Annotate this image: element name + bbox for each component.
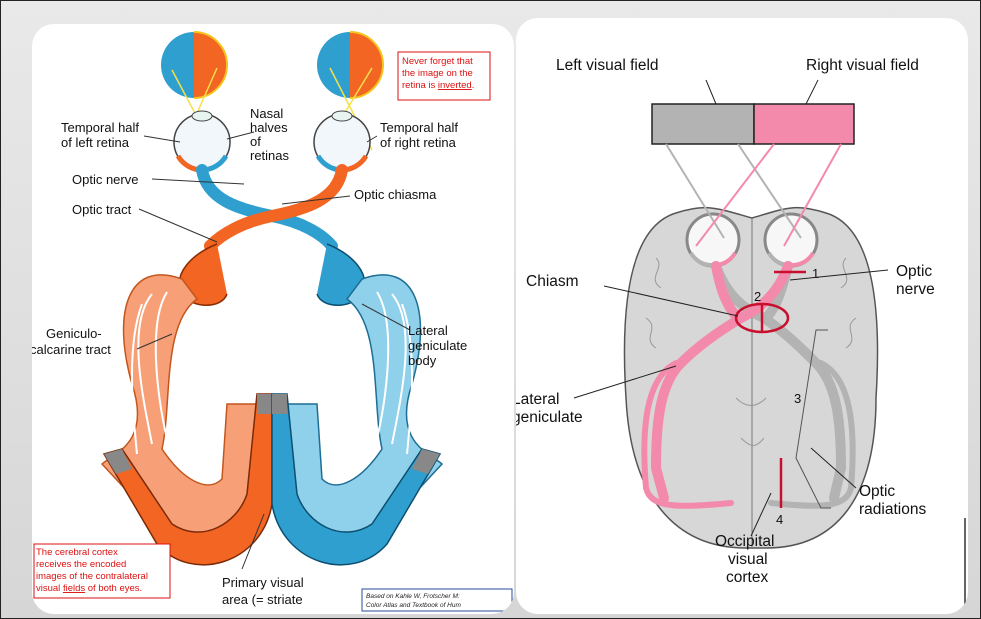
label-occipital-2: visual	[728, 551, 768, 568]
right-visual-field-box	[754, 104, 854, 144]
label-temporal-right-2: of right retina	[380, 135, 457, 150]
note-bottom-line-4: visual fields of both eyes.	[36, 583, 142, 594]
label-nasal-1: Nasal	[250, 106, 283, 121]
label-temporal-left-2: of left retina	[61, 135, 130, 150]
label-nasal-4: retinas	[250, 148, 290, 163]
label-optic-radiations-2: radiations	[859, 501, 926, 518]
label-left-visual-field: Left visual field	[556, 57, 659, 74]
lesion-number-3: 3	[794, 391, 801, 406]
label-right-visual-field: Right visual field	[806, 57, 919, 74]
note-bottom-line-3: images of the contralateral	[36, 571, 148, 582]
leader-left-field	[706, 80, 716, 104]
right-diagram: Left visual field Right visual field	[516, 18, 968, 614]
note-bottom-line-1: The cerebral cortex	[36, 547, 118, 558]
label-optic-nerve-2: nerve	[896, 281, 935, 298]
label-temporal-right-1: Temporal half	[380, 120, 458, 135]
label-lateral-geniculate-2: geniculate	[516, 409, 583, 426]
label-lgb-3: body	[408, 353, 437, 368]
label-optic-nerve-1: Optic	[896, 263, 932, 280]
right-geniculocalcarine-tract	[287, 275, 442, 541]
left-geniculocalcarine-tract	[102, 275, 257, 541]
left-diagram: Temporal half of left retina Nasal halve…	[32, 24, 514, 614]
note-top-line-3: retina is inverted.	[402, 80, 474, 91]
label-primary-visual-1: Primary visual	[222, 575, 304, 590]
left-visual-field-box	[652, 104, 754, 144]
optic-nerves	[202, 170, 342, 246]
label-optic-radiations-1: Optic	[859, 483, 895, 500]
lesion-number-1: 1	[812, 266, 819, 281]
note-top-line-1: Never forget that	[402, 56, 473, 67]
label-optic-nerve: Optic nerve	[72, 172, 138, 187]
note-top-line-2: the image on the	[402, 68, 473, 79]
note-bottom-line-2: receives the encoded	[36, 559, 126, 570]
source-line-1: Based on Kahle W, Frotscher M:	[366, 593, 460, 600]
label-occipital-1: Occipital	[715, 533, 774, 550]
right-eye-visual-field	[317, 32, 383, 98]
lesion-number-2: 2	[754, 289, 761, 304]
left-eyeball	[174, 111, 230, 170]
label-lgb-1: Lateral	[408, 323, 448, 338]
left-eye-visual-field	[161, 32, 227, 98]
source-line-2: Color Atlas and Textbook of Hum	[366, 602, 461, 609]
label-optic-tract: Optic tract	[72, 202, 132, 217]
label-lgb-2: geniculate	[408, 338, 467, 353]
lesion-number-4: 4	[776, 512, 783, 527]
label-lateral-geniculate-1: Lateral	[516, 391, 559, 408]
right-visual-pathway-panel: Left visual field Right visual field	[516, 18, 968, 614]
label-geniculo-2: calcarine tract	[32, 342, 111, 357]
label-primary-visual-2: area (= striate	[222, 592, 303, 607]
leader-right-field	[806, 80, 818, 104]
label-temporal-left-1: Temporal half	[61, 120, 139, 135]
left-visual-pathway-panel: Temporal half of left retina Nasal halve…	[32, 24, 514, 614]
right-eyeball	[314, 111, 370, 170]
label-occipital-3: cortex	[726, 569, 768, 586]
label-optic-chiasma: Optic chiasma	[354, 187, 437, 202]
label-chiasm: Chiasm	[526, 273, 579, 290]
label-nasal-2: halves	[250, 120, 288, 135]
label-geniculo-1: Geniculo-	[46, 326, 102, 341]
label-nasal-3: of	[250, 134, 261, 149]
